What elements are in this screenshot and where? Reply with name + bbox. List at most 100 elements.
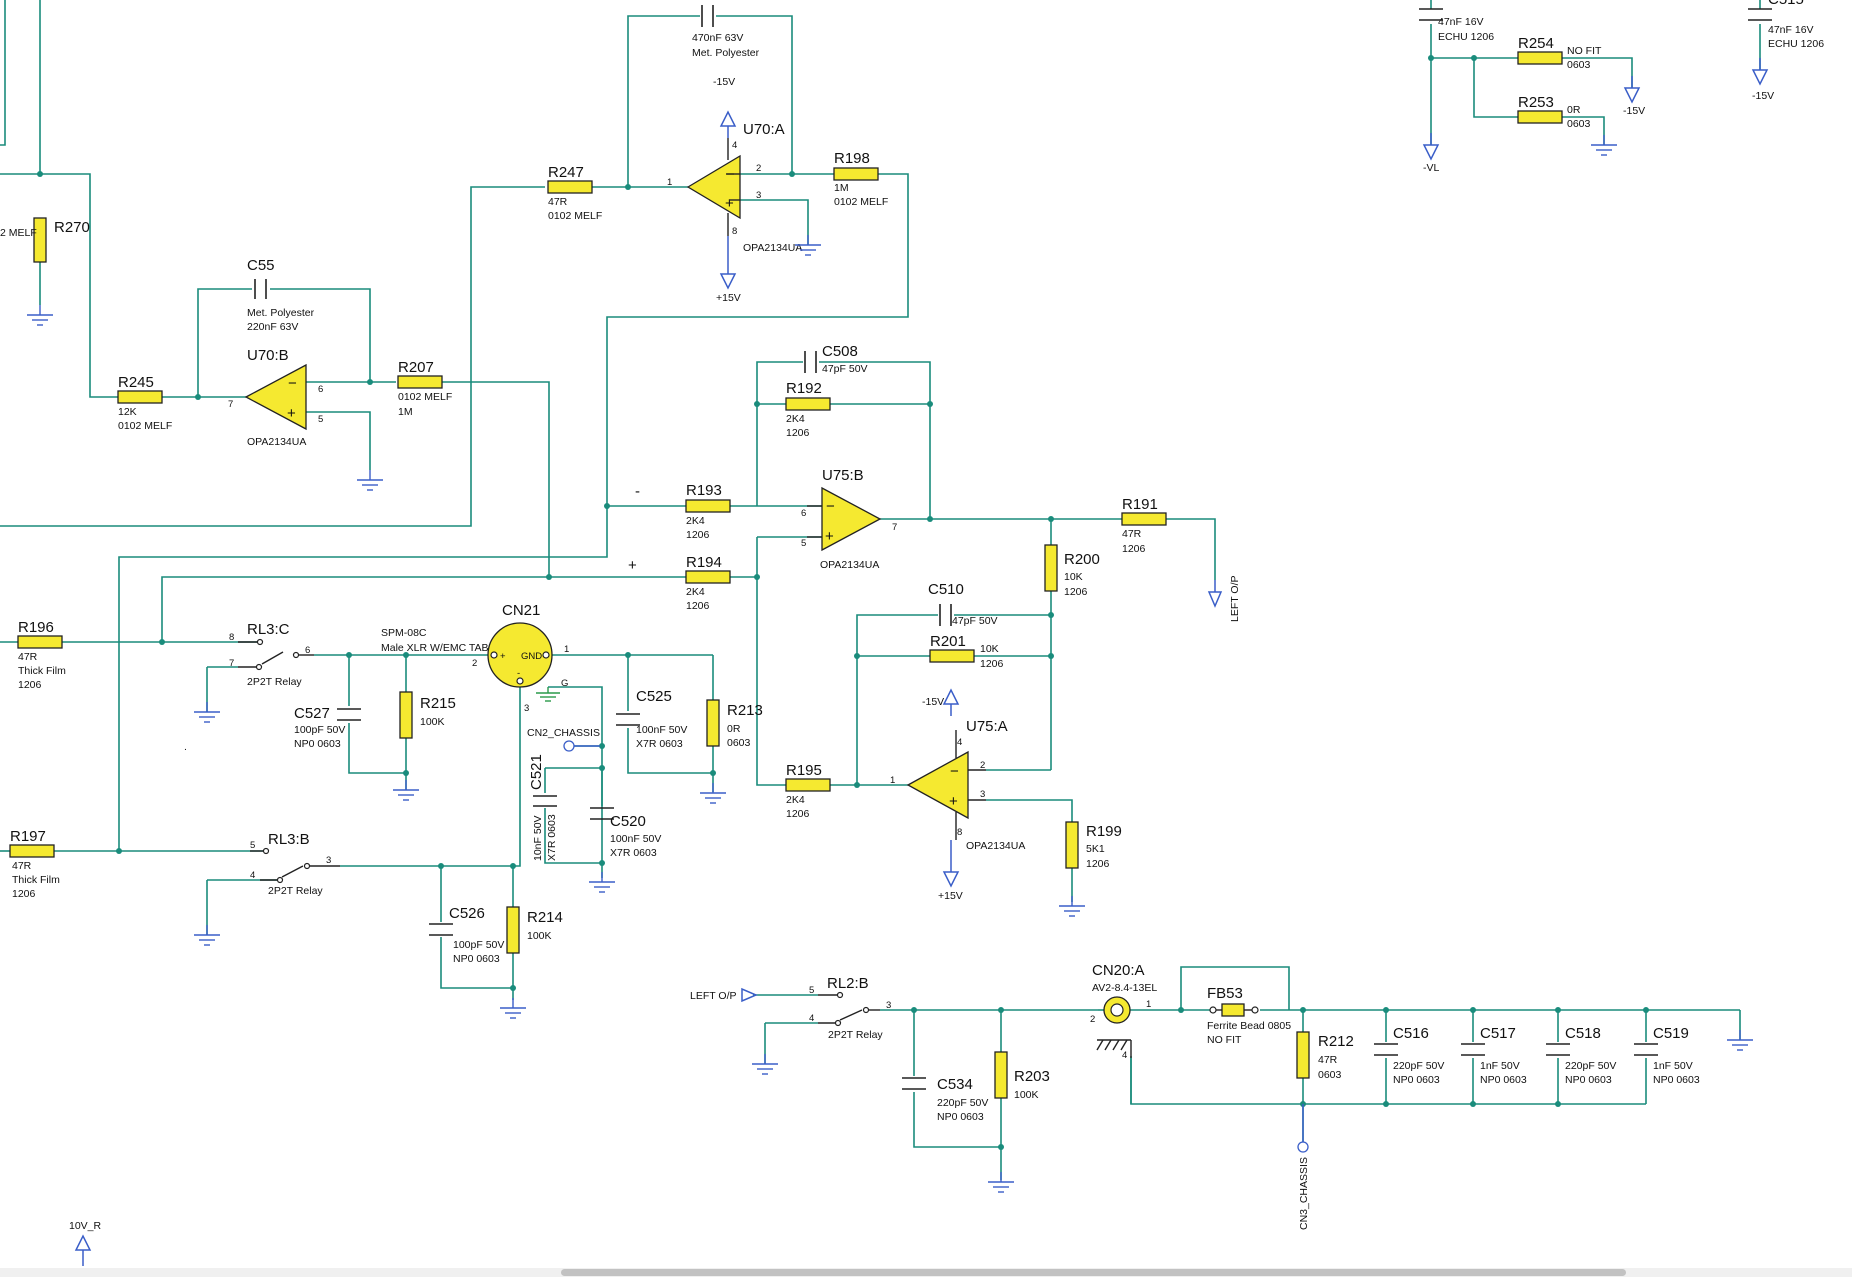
svg-text:2P2T Relay: 2P2T Relay [247,676,302,688]
capacitor-470nf[interactable]: 470nF 63V Met. Polyester [692,5,760,59]
svg-text:1206: 1206 [786,427,810,439]
resistor-r197[interactable]: R197 47R Thick Film 1206 [9,828,60,900]
net-port-left-op-output[interactable]: LEFT O/P [1207,576,1241,623]
svg-text:10nF 50V: 10nF 50V [532,815,544,861]
resistor-r254[interactable]: R254 NO FIT 0603 [1517,35,1602,71]
resistor-r245[interactable]: R245 12K 0102 MELF [117,374,172,432]
svg-text:SPM-08C: SPM-08C [381,627,427,639]
capacitor-c517[interactable]: C517 1nF 50V NP0 0603 [1461,1025,1527,1086]
svg-text:−: − [288,375,297,392]
svg-text:CN20:A: CN20:A [1092,962,1145,979]
svg-text:Thick Film: Thick Film [12,874,60,886]
capacitor-c516[interactable]: C516 220pF 50V NP0 0603 [1374,1025,1444,1086]
ferrite-bead-fb53[interactable]: FB53 Ferrite Bead 0805 NO FIT [1207,985,1291,1046]
svg-text:U70:A: U70:A [743,121,785,138]
svg-text:R192: R192 [786,380,822,397]
svg-text:1206: 1206 [18,679,42,691]
svg-text:GND: GND [521,651,542,662]
resistor-r212[interactable]: R212 47R 0603 [1296,1031,1354,1081]
power-m15v-u75a: -15V [922,689,959,717]
svg-text:1206: 1206 [1086,858,1110,870]
svg-text:4: 4 [250,870,255,881]
sign-minus: - [635,483,640,500]
svg-text:R214: R214 [527,909,563,926]
svg-text:3: 3 [756,190,761,201]
svg-text:4: 4 [732,140,737,151]
svg-text:LEFT O/P: LEFT O/P [690,990,737,1002]
resistor-r201[interactable]: R201 10K 1206 [929,633,1004,670]
svg-text:2P2T Relay: 2P2T Relay [828,1029,883,1041]
svg-text:C55: C55 [247,257,275,274]
net-port-left-op-input[interactable]: LEFT O/P [690,987,758,1003]
resistor-r200[interactable]: R200 10K 1206 [1044,544,1100,598]
resistor-r193[interactable]: R193 2K4 1206 [685,482,731,541]
capacitor-c519[interactable]: C519 1nF 50V NP0 0603 [1634,1025,1700,1086]
svg-text:OPA2134UA: OPA2134UA [247,436,306,448]
resistor-r194[interactable]: R194 2K4 1206 [685,554,731,612]
cn2-chassis-port[interactable]: CN2_CHASSIS [527,727,600,752]
capacitor-c521[interactable]: C521 10nF 50V X7R 0603 [528,754,558,861]
svg-text:Met. Polyester: Met. Polyester [247,307,315,319]
svg-text:1nF 50V: 1nF 50V [1653,1060,1693,1072]
opamp-u75b[interactable]: − + U75:B OPA2134UA 7 6 5 [801,467,897,571]
resistor-r192[interactable]: R192 2K4 1206 [785,380,831,439]
svg-text:−: − [950,763,959,780]
relay-rl2b[interactable]: RL2:B 2P2T Relay 5 4 3 [809,975,891,1041]
resistor-r215[interactable]: R215 100K [399,691,456,739]
resistor-r253[interactable]: R253 0R 0603 [1517,94,1591,130]
resistor-r203[interactable]: R203 100K [994,1051,1050,1101]
svg-text:1nF 50V: 1nF 50V [1480,1060,1520,1072]
resistor-r191[interactable]: R191 47R 1206 [1121,496,1167,555]
svg-text:+: + [500,651,506,662]
opamp-u70a[interactable]: − + U70:A OPA2134UA 1 2 3 4 8 [667,121,802,254]
svg-text:−: − [826,498,835,515]
resistor-r214[interactable]: R214 100K [506,906,563,954]
junctions [37,55,1649,1150]
resistor-r247[interactable]: R247 47R 0102 MELF [547,164,602,222]
svg-text:RL2:B: RL2:B [827,975,869,992]
resistor-r199[interactable]: R199 5K1 1206 [1065,821,1122,870]
resistor-r270[interactable]: R270 2 MELF [0,217,90,263]
capacitor-c510[interactable]: C510 47pF 50V [928,581,998,627]
capacitor-c527[interactable]: C527 100pF 50V NP0 0603 [294,705,361,750]
svg-text:470nF 63V: 470nF 63V [692,32,743,44]
capacitor-c55[interactable]: C55 Met. Polyester 220nF 63V [247,257,315,333]
svg-text:1206: 1206 [1122,543,1146,555]
resistor-r196[interactable]: R196 47R Thick Film 1206 [17,619,66,691]
capacitor-c534[interactable]: C534 220pF 50V NP0 0603 [902,1076,988,1123]
svg-text:5K1: 5K1 [1086,843,1105,855]
svg-text:7: 7 [228,399,233,410]
wires [0,0,1761,1180]
resistor-r207[interactable]: R207 0102 MELF 1M [397,359,452,418]
cn3-chassis-port[interactable]: CN3_CHASSIS [1297,1104,1310,1230]
relay-rl3c[interactable]: RL3:C 2P2T Relay 8 7 6 [229,621,314,688]
capacitor-c525[interactable]: C525 100nF 50V X7R 0603 [616,688,687,750]
svg-text:3: 3 [886,1000,891,1011]
svg-text:5: 5 [801,538,806,549]
capacitor-c515[interactable]: C515 47nF 16V ECHU 1206 [1748,0,1824,50]
capacitor-47nf-left[interactable]: 47nF 16V ECHU 1206 [1419,8,1494,43]
svg-text:R196: R196 [18,619,54,636]
opamp-u70b[interactable]: − + U70:B OPA2134UA 7 6 5 [228,347,323,448]
connector-cn20a[interactable]: CN20:A AV2-8.4-13EL 2 1 4 [1090,962,1157,1061]
resistor-r195[interactable]: R195 2K4 1206 [785,762,831,820]
resistor-r213[interactable]: R213 0R 0603 [706,699,763,749]
relay-rl3b[interactable]: RL3:B 2P2T Relay 5 4 3 [250,831,340,897]
svg-text:1206: 1206 [1064,586,1088,598]
svg-text:OPA2134UA: OPA2134UA [743,242,802,254]
svg-text:2K4: 2K4 [686,515,705,527]
capacitor-c508[interactable]: C508 47pF 50V [804,343,868,375]
resistor-r198[interactable]: R198 1M 0102 MELF [833,150,888,208]
svg-text:6: 6 [305,645,310,656]
connector-cn21[interactable]: + - GND CN21 SPM-08C Male XLR W/EMC TAB … [381,602,569,714]
svg-text:100nF 50V: 100nF 50V [636,724,687,736]
opamp-u75a[interactable]: − + U75:A OPA2134UA 1 2 3 4 8 [890,718,1025,852]
capacitor-c526[interactable]: C526 100pF 50V NP0 0603 [429,905,504,965]
power-p15v-u75a: +15V [938,840,963,902]
capacitor-c518[interactable]: C518 220pF 50V NP0 0603 [1546,1025,1616,1086]
svg-text:X7R 0603: X7R 0603 [546,814,558,861]
capacitor-c520[interactable]: C520 100nF 50V X7R 0603 [590,807,661,859]
svg-text:8: 8 [732,226,737,237]
horizontal-scrollbar-thumb[interactable] [561,1269,1626,1276]
svg-text:RL3:C: RL3:C [247,621,290,638]
